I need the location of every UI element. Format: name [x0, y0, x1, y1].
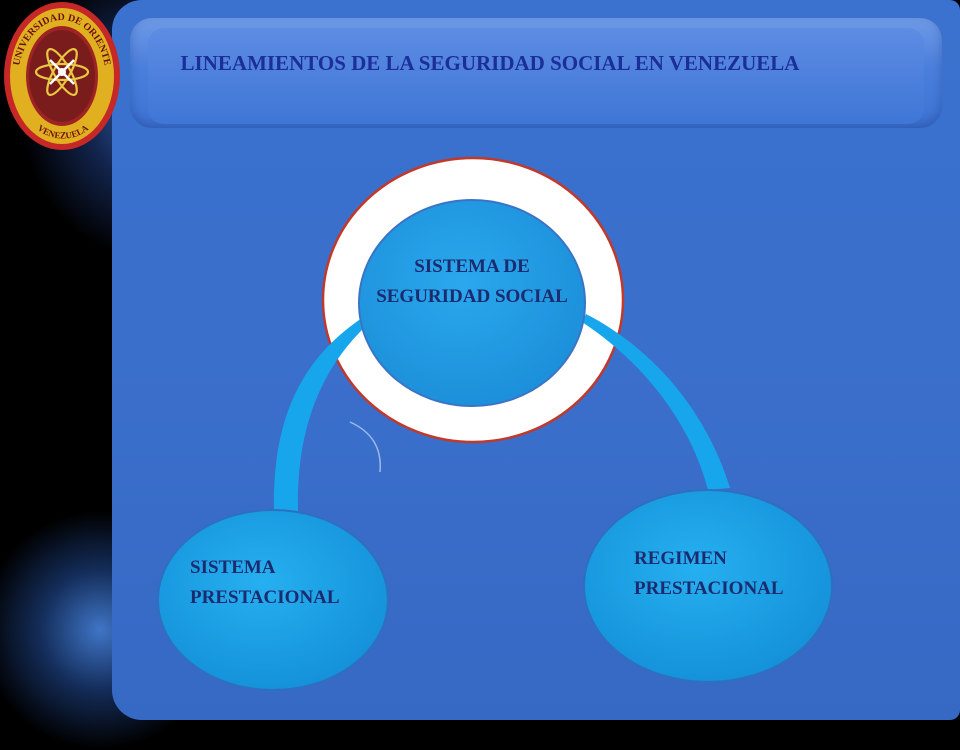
connector-left-shadow: [349, 421, 381, 473]
center-node-label: SISTEMA DE SEGURIDAD SOCIAL: [376, 256, 568, 307]
connector-right: [582, 314, 730, 490]
center-node: [358, 199, 586, 407]
university-seal-logo: UNIVERSIDAD DE ORIENTE VENEZUELA: [4, 2, 120, 150]
right-node: [583, 489, 833, 683]
left-node-label: SISTEMA PRESTACIONAL: [190, 557, 340, 608]
connector-left: [273, 318, 366, 512]
right-node-label: REGIMEN PRESTACIONAL: [634, 548, 784, 599]
slide-title: LINEAMIENTOS DE LA SEGURIDAD SOCIAL EN V…: [180, 51, 800, 75]
diagram-canvas: [157, 156, 833, 691]
left-node: [157, 509, 389, 691]
title-bar-inner: [148, 28, 924, 124]
